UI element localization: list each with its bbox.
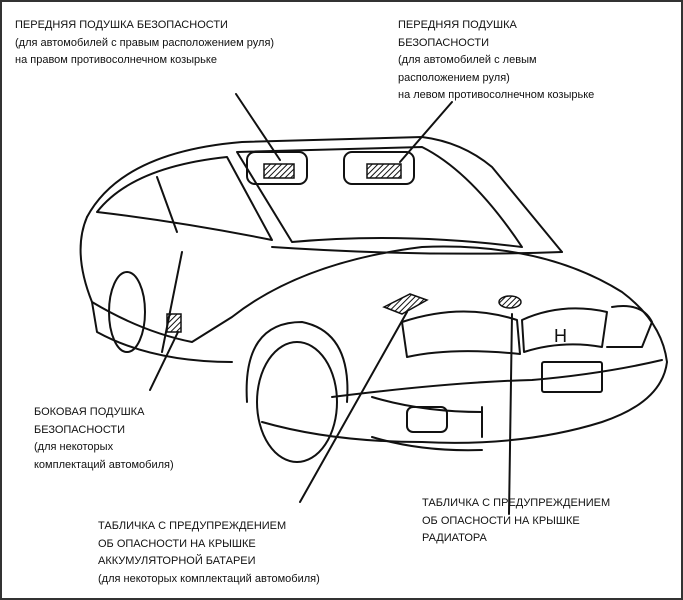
- label-note: (для автомобилей с правым расположением …: [15, 36, 275, 49]
- label-location: на левом противосолнечном козырьке: [398, 89, 595, 101]
- visor-right: [246, 151, 308, 185]
- label-side-airbag: БОКОВАЯ ПОДУШКА БЕЗОПАСНОСТИ (для некото…: [34, 404, 174, 474]
- leader-front-rhd: [235, 93, 281, 161]
- label-line: АККУМУЛЯТОРНОЙ БАТАРЕИ: [98, 555, 256, 567]
- windshield: [236, 146, 523, 248]
- label-title: БОКОВАЯ ПОДУШКА: [34, 406, 145, 418]
- label-battery-warning: ТАБЛИЧКА С ПРЕДУПРЕЖДЕНИЕМ ОБ ОПАСНОСТИ …: [98, 518, 320, 588]
- leader-side: [149, 331, 179, 391]
- label-note: (для некоторых: [34, 441, 114, 453]
- svg-text:H: H: [554, 326, 567, 346]
- label-note: (для автомобилей с левым: [398, 54, 537, 66]
- label-front-airbag-rhd: ПЕРЕДНЯЯ ПОДУШКА БЕЗОПАСНОСТИ (для автом…: [15, 17, 274, 70]
- visor-left: [343, 151, 415, 185]
- label-title: ПЕРЕДНЯЯ ПОДУШКА: [398, 19, 517, 31]
- label-line: ОБ ОПАСНОСТИ НА КРЫШКЕ: [422, 514, 580, 527]
- leader-radiator: [508, 313, 513, 515]
- label-note: (для некоторых комплектаций автомобиля): [98, 572, 320, 585]
- headlight: [401, 310, 521, 358]
- car-roof: [86, 136, 563, 253]
- bumper: [331, 359, 663, 398]
- label-line: ТАБЛИЧКА С ПРЕДУПРЕЖДЕНИЕМ: [98, 520, 287, 532]
- radiator-warning-marker: [498, 295, 522, 309]
- label-radiator-warning: ТАБЛИЧКА С ПРЕДУПРЕЖДЕНИЕМ ОБ ОПАСНОСТИ …: [422, 495, 610, 548]
- battery-warning-marker: [382, 293, 429, 315]
- label-front-airbag-lhd: ПЕРЕДНЯЯ ПОДУШКА БЕЗОПАСНОСТИ (для автом…: [398, 17, 594, 105]
- label-line: ОБ ОПАСНОСТИ НА КРЫШКЕ: [98, 537, 256, 550]
- side-window: [96, 156, 273, 241]
- label-title: ПЕРЕДНЯЯ ПОДУШКА БЕЗОПАСНОСТИ: [15, 19, 228, 31]
- side-airbag-marker: [166, 313, 182, 333]
- grille: [521, 307, 608, 353]
- car-body: [79, 216, 668, 444]
- label-title: БЕЗОПАСНОСТИ: [34, 423, 126, 436]
- hood-line: [271, 246, 563, 255]
- label-title: БЕЗОПАСНОСТИ: [398, 36, 490, 49]
- label-location: на правом противосолнечном козырьке: [15, 54, 217, 66]
- label-note: расположением руля): [398, 71, 510, 84]
- front-wheel: [256, 341, 338, 463]
- label-line: РАДИАТОРА: [422, 532, 487, 544]
- airbag-marker-lhd: [366, 163, 402, 179]
- label-line: ТАБЛИЧКА С ПРЕДУПРЕЖДЕНИЕМ: [422, 497, 611, 509]
- rear-wheel: [108, 271, 146, 353]
- leader-front-lhd: [399, 101, 453, 163]
- leader-battery: [299, 311, 408, 503]
- airbag-marker-rhd: [263, 163, 295, 179]
- label-note: комплектаций автомобиля): [34, 458, 174, 471]
